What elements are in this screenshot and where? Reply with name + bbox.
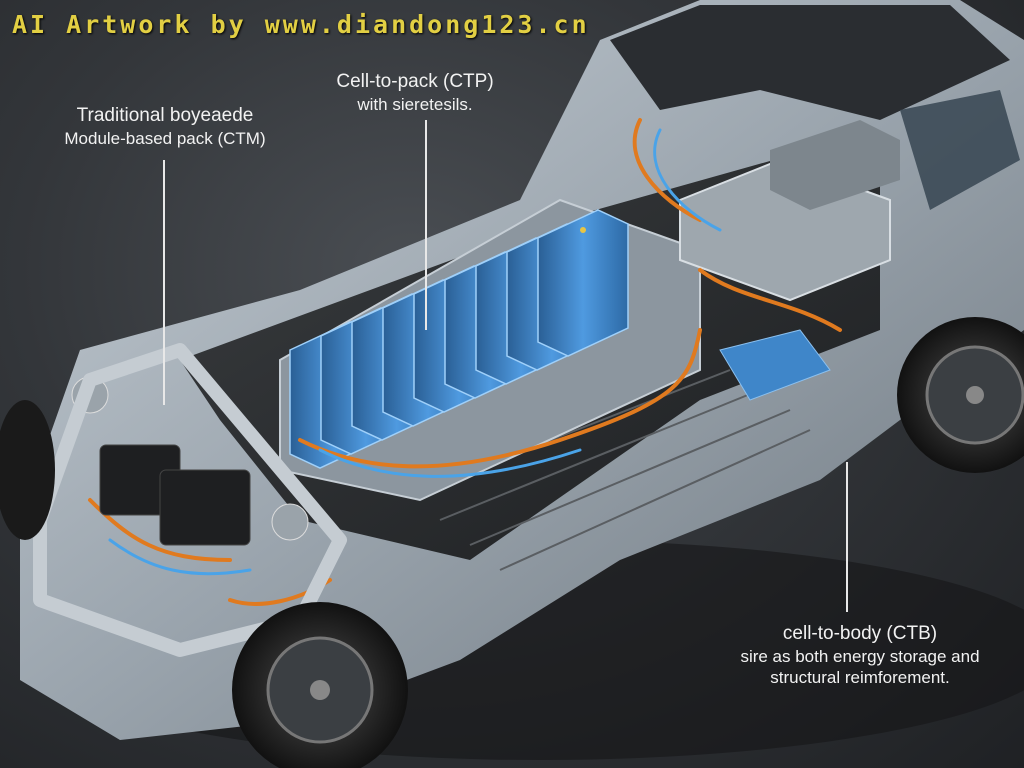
battery-cells	[289, 209, 629, 469]
ctp-callout-line2: with sieretesils.	[357, 94, 473, 114]
ctb-callout-line3: structural reimforement.	[770, 668, 950, 687]
ctm-callout-line1: Traditional boyeaede	[76, 105, 254, 126]
rear-window	[900, 90, 1020, 210]
rear-battery-modules	[679, 120, 900, 401]
front-wheel	[232, 602, 408, 768]
ctb-callout-line1: cell-to-body (CTB)	[782, 623, 938, 644]
ctm-callout: Traditional boyeaede Module-based pack (…	[40, 104, 290, 149]
rear-wheel	[897, 317, 1024, 473]
ctb-callout-line2: sire as both energy storage and	[740, 646, 980, 666]
ctp-callout-line1: Cell-to-pack (CTP)	[336, 71, 494, 92]
ctm-leader-line	[163, 160, 165, 405]
roof-pillar	[610, 5, 1010, 120]
ctb-leader-line	[846, 462, 848, 612]
watermark-text: AI Artwork by www.diandong123.cn	[12, 10, 590, 39]
ctm-callout-line2: Module-based pack (CTM)	[64, 128, 266, 148]
battery-cell	[537, 209, 629, 357]
coolant-lines	[108, 128, 722, 576]
hv-cables	[88, 118, 842, 606]
ctb-callout: cell-to-body (CTB) sire as both energy s…	[710, 622, 1010, 688]
ctp-callout: Cell-to-pack (CTP) with sieretesils.	[300, 70, 530, 115]
front-subframe	[33, 343, 347, 657]
cell-terminal	[580, 227, 586, 233]
front-left-wheel	[0, 400, 55, 540]
ctp-leader-line	[425, 120, 427, 330]
